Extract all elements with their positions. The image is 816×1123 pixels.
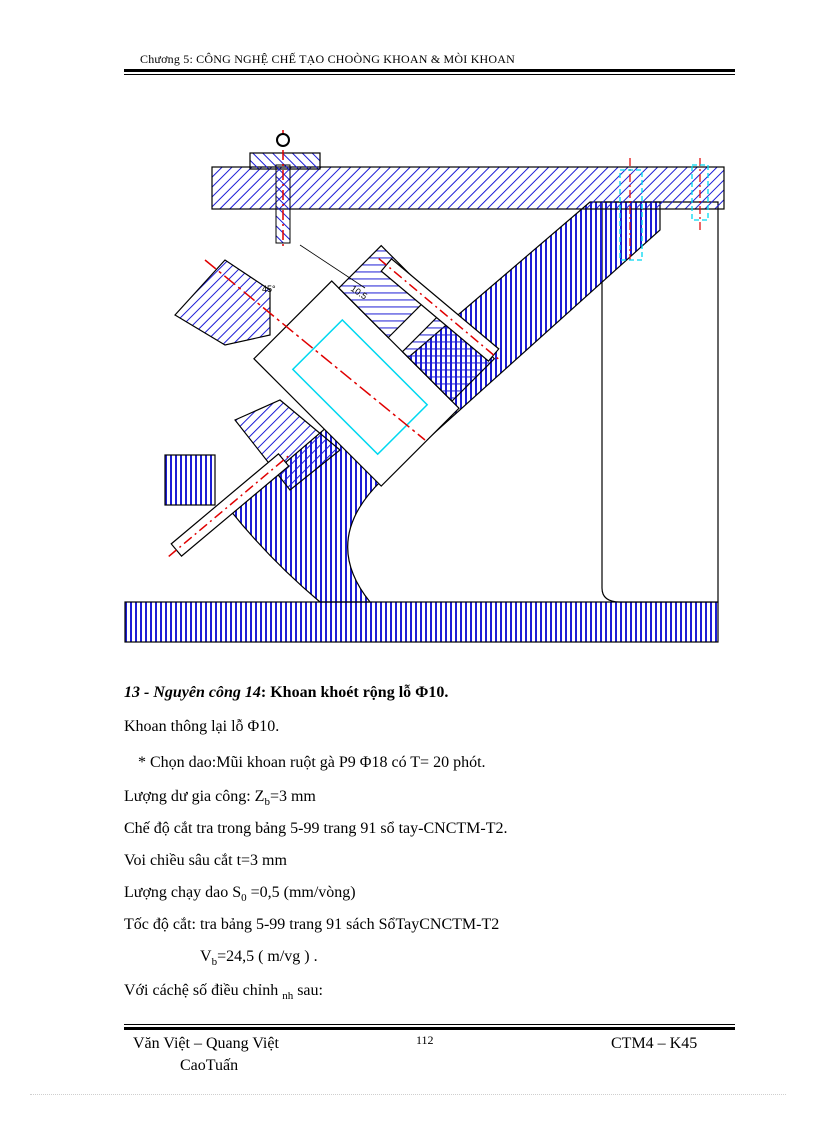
footer-class-code: CTM4 – K45 (611, 1035, 698, 1052)
feed-sub: 0 (241, 892, 247, 905)
body-line-5: Voi chiều sâu cắt t=3 mm (124, 852, 287, 869)
right-hole-1 (619, 169, 643, 261)
left-jaw (174, 259, 271, 346)
allowance-sub: b (264, 796, 270, 809)
fixture-drawing: 10.5 45° (124, 130, 725, 643)
body-line-7: Tốc độ cắt: tra bảng 5-99 trang 91 sách … (124, 916, 500, 933)
footer-authors-1: Văn Việt – Quang Việt (133, 1035, 279, 1052)
clamp-knob (276, 133, 290, 147)
page-number: 112 (416, 1033, 434, 1047)
dimension-label-2: 45° (262, 284, 276, 294)
upper-screw (378, 258, 502, 362)
body-line-9: Với cáchệ số điều chỉnh nh sau: (124, 982, 323, 1002)
body-line-8: Vb=24,5 ( m/vg ) . (200, 948, 318, 968)
body-line-4: Chế độ cắt tra trong bảng 5-99 trang 91 … (124, 820, 508, 837)
right-hole-2 (691, 164, 709, 221)
chapter-header: Chương 5: CÔNG NGHỆ CHẾ TẠO CHOÒNG KHOAN… (140, 52, 516, 66)
base-plate (124, 601, 719, 643)
lower-screw (168, 453, 292, 557)
speed-sub: b (211, 956, 218, 969)
body-line-1: Khoan thông lại lỗ Φ10. (124, 718, 280, 735)
body-line-6: Lượng chạy dao S0 =0,5 (mm/vòng) (124, 884, 356, 904)
allowance-value: =3 mm (269, 788, 316, 805)
speed-value: =24,5 ( m/vg ) . (217, 948, 318, 965)
speed-label: V (200, 948, 212, 965)
coefficient-suffix: sau: (293, 982, 323, 999)
body-line-3: Lượng dư gia công: Zb=3 mm (124, 788, 316, 808)
feed-label: Lượng chạy dao S (124, 884, 242, 901)
main-centerline (204, 259, 426, 441)
fixture-column (601, 201, 719, 603)
top-plate (211, 166, 725, 210)
header-rule-thick (124, 69, 735, 72)
page-bottom-divider (30, 1094, 786, 1095)
coefficient-sub: nh (282, 990, 294, 1003)
allowance-label: Lượng dư gia công: Z (124, 788, 265, 805)
header-rule-thin (124, 74, 735, 75)
coefficient-label: Với cáchệ số điều chỉnh (124, 982, 279, 999)
dimension-line (299, 244, 366, 289)
feed-value: =0,5 (mm/vòng) (246, 884, 356, 901)
footer-rule-thin (124, 1024, 735, 1025)
small-block (164, 454, 216, 506)
body-line-2: * Chọn dao:Mũi khoan ruột gà P9 Φ18 có T… (138, 754, 486, 771)
footer-authors-2: CaoTuấn (180, 1057, 239, 1074)
section-title: : Khoan khoét rộng lỗ Φ10. (260, 684, 449, 701)
footer-rule-thick (124, 1027, 735, 1030)
section-heading: 13 - Nguyên công 14: Khoan khoét rộng lỗ… (124, 684, 448, 702)
section-number: 13 - Nguyên công 14 (124, 684, 261, 701)
